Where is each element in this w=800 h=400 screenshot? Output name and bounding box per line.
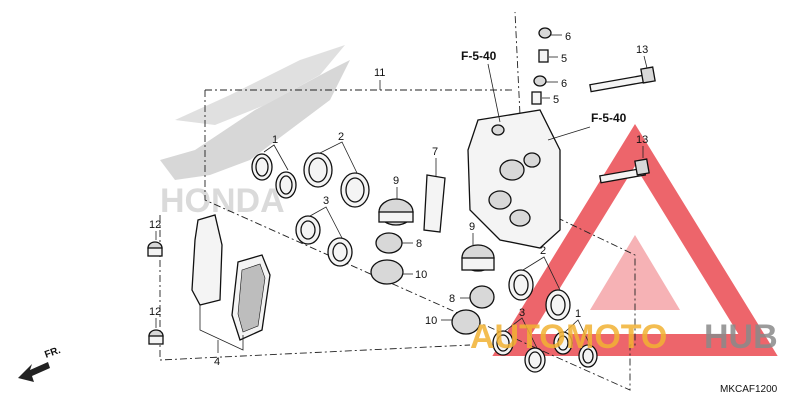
brake-pad-left [191, 214, 223, 306]
collar-12b-body [148, 335, 164, 345]
seal-3c-inner [496, 334, 510, 352]
piston-10a [370, 259, 404, 285]
seal-1b-inner [279, 175, 293, 195]
callout-3b: 3 [519, 307, 525, 319]
callout-9a: 9 [393, 175, 399, 187]
seal-2d-inner [550, 294, 566, 316]
callout-12b: 12 [149, 306, 161, 318]
leader-3a [309, 206, 343, 239]
leader-2a [319, 141, 358, 174]
leader-1b [564, 319, 591, 346]
leader-3b [504, 317, 538, 349]
reference-leader-left [487, 63, 501, 123]
leader-1a [263, 144, 289, 171]
bleeder-cap-6a [538, 27, 552, 39]
callout-11: 11 [374, 67, 385, 79]
seal-1a-inner [255, 157, 269, 177]
seal-2c-inner [513, 274, 529, 296]
callout-13a: 13 [636, 44, 648, 56]
leader-4 [199, 305, 244, 351]
callout-2b: 2 [540, 245, 546, 257]
seal-2a-inner [308, 157, 328, 183]
automotohub-text-watermark: AUTO MOTO HUB [470, 318, 778, 356]
reference-f540-left: F-5-40 [461, 49, 497, 63]
watermark-word-auto: AUTO [470, 318, 566, 356]
callout-9b: 9 [469, 221, 475, 233]
callout-4: 4 [214, 356, 220, 368]
reference-f540-right: F-5-40 [591, 111, 627, 125]
callout-6a: 6 [565, 31, 571, 43]
leader-2b [522, 256, 561, 291]
callout-12a: 12 [149, 219, 161, 231]
diagram-code: MKCAF1200 [720, 384, 778, 395]
seal-1c-inner [557, 335, 569, 351]
watermark-word-hub: HUB [704, 318, 778, 356]
pad-spring-7 [423, 174, 446, 233]
piston-9a-body [378, 211, 414, 223]
pad-frame [159, 215, 471, 361]
callout-7: 7 [432, 146, 438, 158]
seal-3d-inner [528, 351, 542, 369]
front-direction-arrow: FR. [18, 345, 62, 382]
honda-wing-watermark: HONDA [160, 45, 350, 220]
reference-leader-right [547, 126, 591, 141]
callout-2a: 2 [338, 131, 344, 143]
seal-1d-inner [582, 348, 594, 364]
bleeder-cap-6b [533, 75, 547, 87]
honda-watermark-text: HONDA [160, 182, 285, 220]
caliper-body [467, 109, 561, 249]
brake-pad-friction [237, 263, 266, 333]
piston-9b-body [461, 257, 495, 271]
watermark-word-moto: MOTO [566, 318, 667, 356]
bolt-13a [589, 66, 656, 93]
bleeder-valve-5b [531, 91, 542, 105]
callout-1b: 1 [575, 308, 581, 320]
callout-1a: 1 [272, 134, 278, 146]
callout-8a: 8 [416, 238, 422, 250]
callout-5a: 5 [561, 53, 567, 65]
piston-8b [469, 285, 495, 309]
callout-10b: 10 [425, 315, 437, 327]
bleeder-valve-5a [538, 49, 549, 63]
collar-12a-body [147, 247, 163, 257]
callout-5b: 5 [553, 94, 559, 106]
callout-10a: 10 [415, 269, 427, 281]
bolt-13b [599, 158, 650, 184]
seal-2b-inner [345, 177, 365, 203]
seal-3b-inner [332, 242, 348, 262]
piston-8a [375, 232, 403, 254]
direction-label: FR. [43, 345, 62, 361]
leader-13a [643, 55, 648, 69]
callout-13b: 13 [636, 134, 648, 146]
piston-10b [451, 309, 481, 335]
callout-3a: 3 [323, 195, 329, 207]
seal-3a-inner [300, 220, 316, 240]
callout-8b: 8 [449, 293, 455, 305]
callout-6b: 6 [561, 78, 567, 90]
